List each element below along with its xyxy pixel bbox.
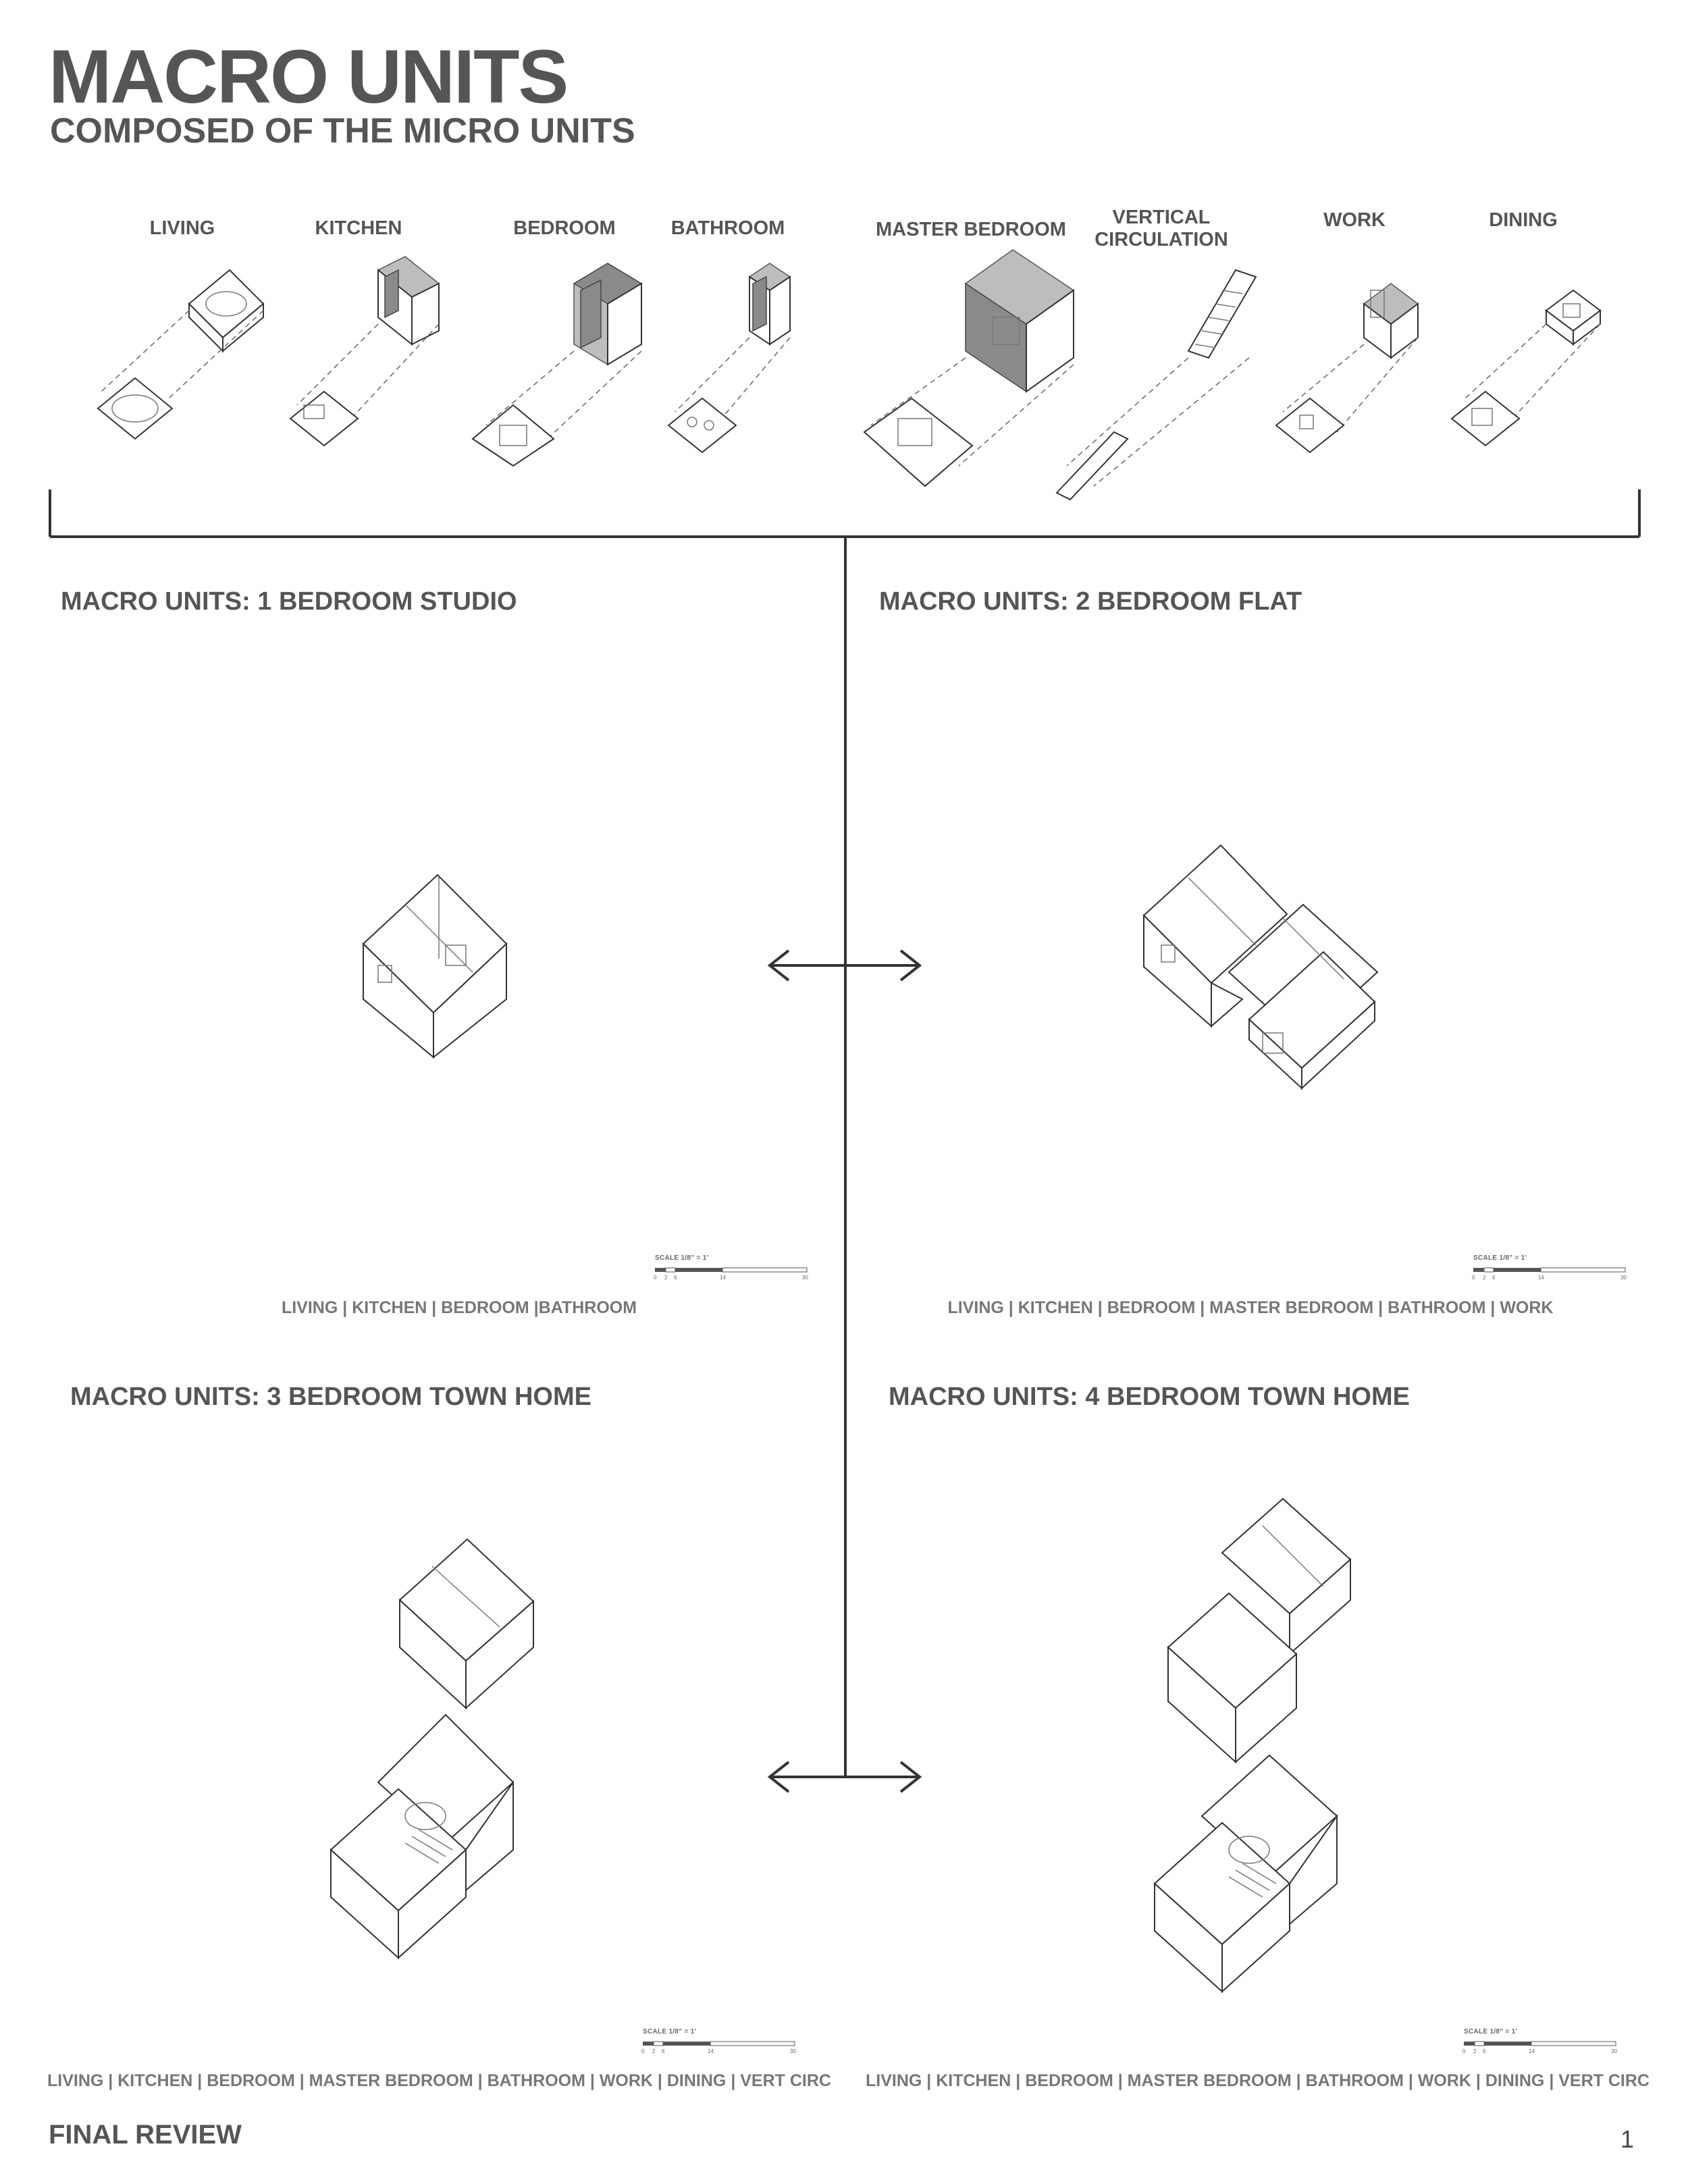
- micro-kitchen-drawing: [289, 256, 440, 447]
- footer-label: FINAL REVIEW: [49, 2120, 242, 2150]
- townhome-3-axonometric: [329, 1538, 535, 1960]
- scale-tick-3-30: 30: [790, 2048, 796, 2054]
- scale-tick-3-14: 14: [708, 2048, 714, 2054]
- micro-label-work: WORK: [1323, 209, 1386, 231]
- micro-bedroom-drawing: [471, 263, 643, 467]
- macro-title-1-bedroom-studio: MACRO UNITS: 1 BEDROOM STUDIO: [61, 587, 517, 616]
- scale-tick-1-0: 0: [654, 1275, 657, 1281]
- scale-tick-4-6: 6: [1483, 2048, 1486, 2054]
- scale-tick-2-14: 14: [1538, 1275, 1544, 1281]
- scale-tick-4-30: 30: [1611, 2048, 1617, 2054]
- page-subtitle: COMPOSED OF THE MICRO UNITS: [50, 111, 635, 151]
- studio-axonometric: [362, 874, 508, 1059]
- double-arrow-bottom: [767, 1761, 922, 1793]
- micro-label-master-bedroom: MASTER BEDROOM: [876, 219, 1066, 240]
- townhome-4-axonometric: [1153, 1497, 1352, 1994]
- page-title: MACRO UNITS: [49, 34, 569, 119]
- micro-vertical-circulation-drawing: [1055, 269, 1257, 501]
- flat-axonometric: [1142, 844, 1379, 1090]
- micro-label-bathroom: BATHROOM: [670, 217, 785, 239]
- scale-tick-2-0: 0: [1472, 1275, 1475, 1281]
- scale-tick-1-2: 2: [664, 1275, 668, 1281]
- macro-title-3-bedroom-town-home: MACRO UNITS: 3 BEDROOM TOWN HOME: [70, 1383, 591, 1411]
- micro-label-bedroom: BEDROOM: [513, 217, 616, 239]
- scale-tick-3-2: 2: [652, 2048, 656, 2054]
- scale-tick-2-30: 30: [1620, 1275, 1627, 1281]
- scale-bar-graphic-3: [643, 2041, 795, 2046]
- macro-title-4-bedroom-town-home: MACRO UNITS: 4 BEDROOM TOWN HOME: [889, 1383, 1410, 1411]
- components-1-bedroom-studio: LIVING | KITCHEN | BEDROOM |BATHROOM: [281, 1298, 637, 1317]
- scale-tick-1-30: 30: [802, 1275, 808, 1281]
- scale-tick-3-0: 0: [641, 2048, 645, 2054]
- page-number: 1: [1620, 2125, 1635, 2153]
- scale-label-2: SCALE 1/8" = 1': [1473, 1254, 1527, 1262]
- components-4-bedroom-town-home: LIVING | KITCHEN | BEDROOM | MASTER BEDR…: [866, 2071, 1650, 2090]
- top-bracket: [49, 489, 1641, 1777]
- scale-label-3: SCALE 1/8" = 1': [643, 2028, 697, 2035]
- scale-label-4: SCALE 1/8" = 1': [1464, 2028, 1518, 2035]
- micro-label-kitchen: KITCHEN: [315, 217, 402, 239]
- macro-title-2-bedroom-flat: MACRO UNITS: 2 BEDROOM FLAT: [879, 587, 1302, 616]
- scale-bar-graphic-2: [1473, 1267, 1626, 1273]
- scale-tick-1-6: 6: [674, 1275, 677, 1281]
- scale-tick-2-6: 6: [1492, 1275, 1496, 1281]
- scale-bar-graphic-1: [655, 1267, 808, 1273]
- micro-work-drawing: [1275, 283, 1419, 454]
- scale-tick-2-2: 2: [1483, 1275, 1486, 1281]
- micro-label-vertical-circulation: VERTICAL CIRCULATION: [1094, 207, 1228, 251]
- scale-tick-4-14: 14: [1529, 2048, 1535, 2054]
- scale-label-1: SCALE 1/8" = 1': [655, 1254, 709, 1262]
- scale-tick-4-2: 2: [1473, 2048, 1477, 2054]
- micro-bathroom-drawing: [667, 263, 791, 454]
- components-2-bedroom-flat: LIVING | KITCHEN | BEDROOM | MASTER BEDR…: [947, 1298, 1554, 1317]
- scale-tick-1-14: 14: [720, 1275, 726, 1281]
- components-3-bedroom-town-home: LIVING | KITCHEN | BEDROOM | MASTER BEDR…: [47, 2071, 831, 2090]
- micro-label-living: LIVING: [149, 217, 215, 239]
- double-arrow-top: [767, 949, 922, 982]
- scale-tick-3-6: 6: [662, 2048, 665, 2054]
- micro-dining-drawing: [1450, 289, 1602, 447]
- scale-bar-graphic-4: [1464, 2041, 1616, 2046]
- micro-label-dining: DINING: [1489, 209, 1558, 231]
- scale-tick-4-0: 0: [1462, 2048, 1466, 2054]
- micro-master-bedroom-drawing: [863, 249, 1075, 487]
- micro-living-drawing: [97, 269, 265, 440]
